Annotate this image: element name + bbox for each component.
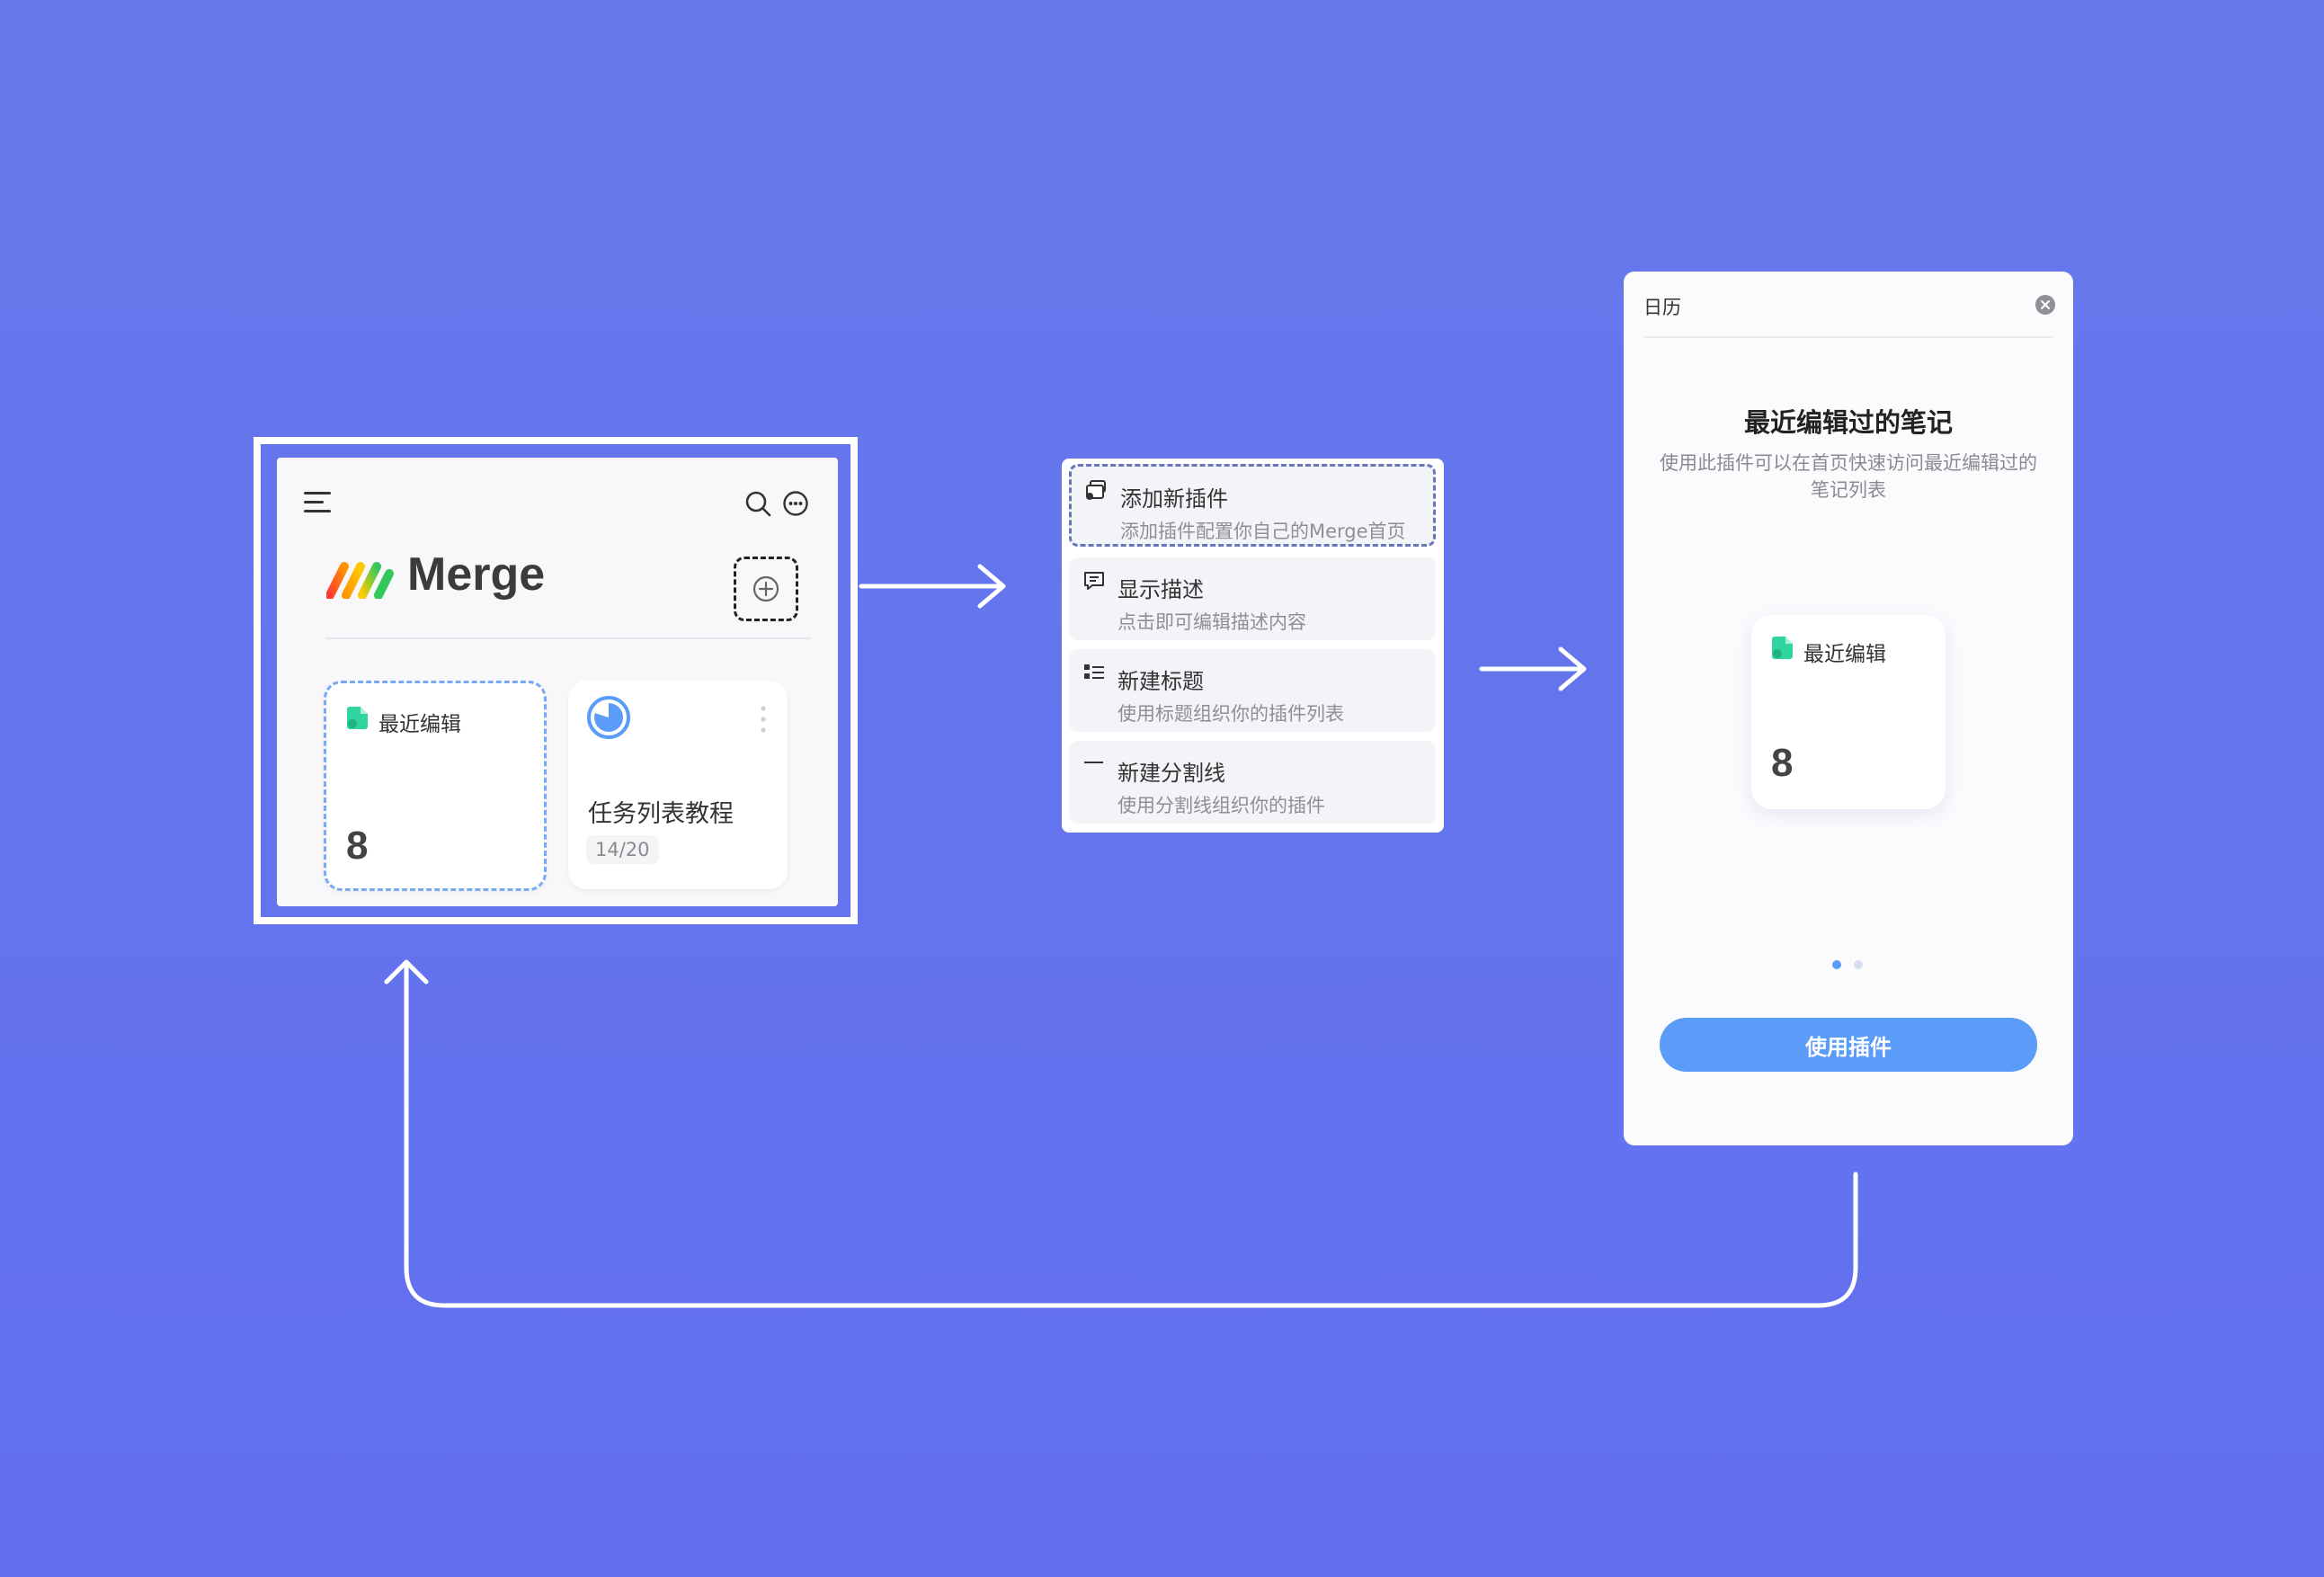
menu-item-new-heading[interactable]: 新建标题 使用标题组织你的插件列表 [1069, 649, 1436, 732]
task-progress-badge: 14/20 [586, 835, 659, 864]
add-menu: 添加新插件 添加插件配置你自己的Merge首页 显示描述 点击即可编辑描述内容 … [1062, 459, 1444, 833]
widget-heading: 最近编辑过的笔记 [1743, 407, 1953, 438]
widget-detail-sheet: 日历 最近编辑过的笔记 使用此插件可以在首页快速访问最近编辑过的笔记列表 最近编… [1624, 272, 2073, 1145]
close-icon [2041, 300, 2050, 309]
note-icon [1772, 637, 1793, 659]
divider-line-icon [1084, 762, 1103, 763]
menu-item-title: 显示描述 [1117, 577, 1204, 602]
menu-item-show-description[interactable]: 显示描述 点击即可编辑描述内容 [1069, 557, 1436, 640]
menu-item-new-divider[interactable]: 新建分割线 使用分割线组织你的插件 [1069, 741, 1436, 824]
task-title: 任务列表教程 [588, 800, 734, 828]
widget-menu-icon[interactable] [759, 704, 768, 735]
menu-item-desc: 添加插件配置你自己的Merge首页 [1120, 521, 1406, 542]
menu-item-title: 新建标题 [1117, 669, 1204, 694]
close-button[interactable] [2035, 295, 2055, 315]
highlight-frame [254, 437, 858, 924]
app-title: Merge [407, 548, 546, 601]
menu-item-desc: 点击即可编辑描述内容 [1117, 611, 1306, 633]
page-dot[interactable] [1854, 960, 1863, 969]
add-widget-button[interactable] [734, 557, 798, 621]
widget-description: 使用此插件可以在首页快速访问最近编辑过的笔记列表 [1660, 452, 2037, 501]
menu-item-desc: 使用分割线组织你的插件 [1117, 795, 1325, 816]
widget-add-icon [1086, 480, 1106, 500]
task-list-widget[interactable]: 任务列表教程 14/20 [568, 681, 788, 889]
divider [1643, 336, 2053, 338]
preview-label: 最近编辑 [1803, 643, 1886, 666]
arrow-detail-to-home [384, 959, 1858, 1308]
menu-icon[interactable] [304, 492, 331, 513]
arrow-menu-to-detail [1479, 646, 1587, 691]
arrow-home-to-menu [859, 564, 1006, 609]
comment-icon [1084, 572, 1104, 590]
note-icon [347, 707, 368, 729]
widget-count: 8 [346, 824, 369, 868]
widget-label: 最近编辑 [378, 713, 461, 736]
sheet-title: 日历 [1643, 297, 1681, 318]
page-indicator[interactable] [1832, 960, 1868, 971]
page-dot-active[interactable] [1832, 960, 1841, 969]
list-icon [1084, 664, 1104, 679]
more-icon[interactable] [782, 490, 809, 517]
search-icon[interactable] [744, 490, 771, 517]
plus-circle-icon [752, 575, 779, 602]
preview-count: 8 [1771, 741, 1794, 785]
menu-item-desc: 使用标题组织你的插件列表 [1117, 703, 1344, 725]
menu-item-title: 新建分割线 [1117, 761, 1225, 786]
menu-item-title: 添加新插件 [1120, 486, 1228, 512]
widget-preview-card: 最近编辑 8 [1751, 615, 1946, 809]
merge-logo [326, 562, 394, 599]
home-screen: Merge 最近编辑 8 任务列表教程 14/20 [277, 458, 838, 906]
recent-edits-widget[interactable]: 最近编辑 8 [324, 681, 547, 891]
progress-ring-icon [587, 696, 630, 739]
menu-item-add-widget[interactable]: 添加新插件 添加插件配置你自己的Merge首页 [1069, 464, 1436, 547]
divider [325, 637, 811, 639]
use-widget-button[interactable]: 使用插件 [1660, 1018, 2037, 1072]
